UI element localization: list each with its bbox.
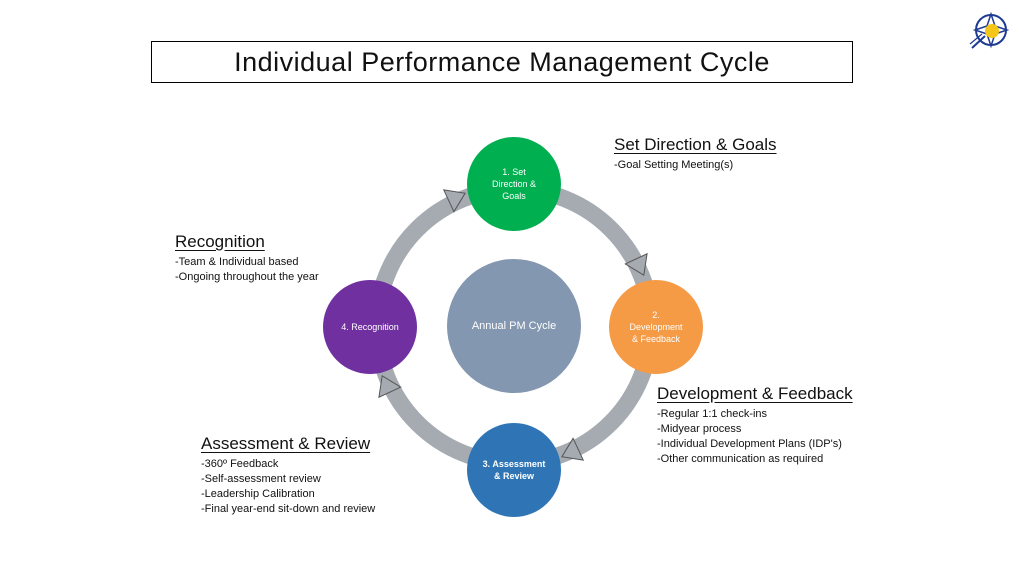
list-item: -Final year-end sit-down and review [201, 503, 376, 515]
node-label-development: 2.Development& Feedback [629, 310, 683, 344]
list-item: -Individual Development Plans (IDP's) [657, 438, 842, 450]
list-item: -Ongoing throughout the year [175, 271, 319, 283]
node-label-assessment: 3. Assessment& Review [482, 459, 546, 481]
arrow-to-set-direction-icon [442, 189, 466, 213]
title-box: Individual Performance Management Cycle [151, 41, 853, 83]
list-item: -Other communication as required [657, 453, 824, 465]
set-direction-block: Set Direction & Goals -Goal Setting Meet… [614, 135, 777, 173]
assessment-block: Assessment & Review -360º Feedback -Self… [201, 434, 375, 517]
list-item: -Goal Setting Meeting(s) [614, 159, 734, 171]
arrow-to-development-icon [624, 252, 648, 276]
page-title: Individual Performance Management Cycle [234, 46, 770, 77]
development-block: Development & Feedback -Regular 1:1 chec… [657, 384, 853, 467]
list-item: -Leadership Calibration [201, 488, 315, 500]
list-item: -Self-assessment review [201, 473, 321, 485]
node-assessment [467, 423, 561, 517]
node-recognition [323, 280, 417, 374]
arrow-to-assessment-icon [561, 437, 585, 461]
list-item: -Midyear process [657, 423, 742, 435]
arrow-to-recognition-icon [378, 375, 402, 399]
compass-globe-logo-icon [969, 12, 1010, 49]
node-development [609, 280, 703, 374]
center-label: Annual PM Cycle [471, 320, 557, 332]
node-label-recognition: 4. Recognition [341, 322, 399, 332]
list-item: -360º Feedback [201, 458, 279, 470]
list-item: -Team & Individual based [175, 256, 299, 268]
assessment-heading: Assessment & Review [201, 434, 371, 453]
recognition-block: Recognition -Team & Individual based -On… [175, 232, 319, 285]
center-circle [447, 259, 581, 393]
development-heading: Development & Feedback [657, 384, 853, 403]
set-direction-heading: Set Direction & Goals [614, 135, 777, 154]
list-item: -Regular 1:1 check-ins [657, 408, 768, 420]
recognition-heading: Recognition [175, 232, 265, 251]
node-set-direction [467, 137, 561, 231]
